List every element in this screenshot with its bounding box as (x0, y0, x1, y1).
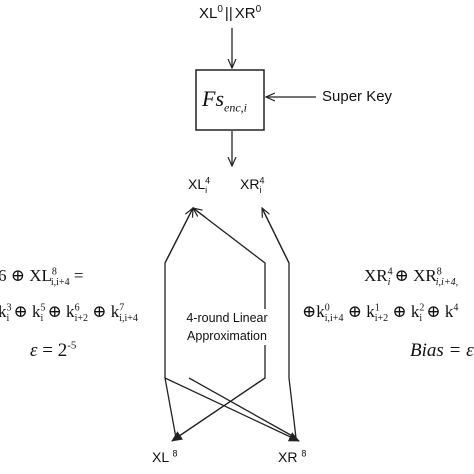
right-equation-line1: XR4i ⊕ XR8i,i+4, (364, 266, 459, 289)
left-eq-sup-c: 6 (74, 302, 80, 314)
left-eq-sup-d: 7 (119, 302, 125, 314)
epsilon-symbol: ε (30, 340, 38, 361)
epsilon-exp: -5 (67, 339, 77, 352)
xl4-sub: i (205, 184, 208, 195)
right-equation-line2: ⊕k0i,i+4 ⊕ k1i+2 ⊕ k2i ⊕ k4 (302, 302, 459, 325)
right-eq-k-c: ⊕ k (388, 302, 420, 321)
bias-label: Bias (410, 340, 444, 361)
left-eq-l1-head: 6 ⊕ XL (0, 266, 52, 285)
left-eq-sup-b: 5 (40, 302, 46, 314)
approx-line1: 4-round Linear (186, 311, 268, 325)
right-approx-cross (188, 377, 297, 439)
right-eq-sub-c: i (419, 313, 423, 325)
xl4-sup: 4 (205, 175, 211, 186)
right-eq-sub-b: i+2 (374, 313, 389, 325)
fs-enc-box (195, 69, 265, 131)
left-epsilon-line: ε = 2-5 (30, 340, 76, 362)
left-eq-k-a: k (0, 302, 7, 321)
right-eq-sup-a: 0 (324, 302, 330, 314)
xl-sup: 0 (217, 4, 223, 15)
right-eq-l1-sup-a: 4 (387, 266, 393, 278)
xl8-label: XL 8 (152, 449, 178, 465)
left-eq-k-c: ⊕ k (43, 302, 75, 321)
left-eq-l1-tail: = (69, 266, 84, 285)
right-bias-line: Bias = ε (410, 340, 474, 362)
xr8-label: XR 8 (278, 449, 306, 465)
xl4-label: XL4i (188, 175, 211, 195)
fs-enc-label: Fsenc,i (202, 86, 247, 115)
right-eq-k-d: ⊕ k (422, 302, 454, 321)
left-eq-l1-sup: 8 (51, 266, 57, 278)
xr8-text: XR (278, 449, 298, 465)
left-eq-sub-d: i,i+4 (119, 313, 138, 325)
approx-line2: Approximation (187, 329, 267, 343)
left-eq-sub-b: i (40, 313, 44, 325)
right-eq-l1-sub-a: i (387, 277, 391, 289)
left-eq-l1-sub: i,i+4 (50, 277, 70, 289)
bias-eq: = ε (443, 340, 474, 361)
xl-text: XL (199, 5, 218, 22)
xr4-sub: i (259, 184, 262, 195)
up-arrow-right (262, 208, 290, 264)
right-eq-l1-b: ⊕ XR (390, 266, 437, 285)
fs-main: Fs (202, 86, 224, 111)
cross-arrow-left (171, 377, 266, 442)
super-key-label: Super Key (322, 88, 393, 105)
xl8-text: XL (152, 449, 169, 465)
concat-sep: || (224, 5, 233, 22)
left-eq-sub-c: i+2 (74, 313, 88, 325)
right-eq-sup-d: 4 (453, 302, 459, 314)
up-arrow-left (164, 208, 193, 264)
left-equation-line2: k3i ⊕ k5i ⊕ k6i+2 ⊕ k7i,i+4 (0, 302, 138, 325)
xl8-sup: 8 (172, 448, 178, 459)
xr4-label: XR4i (240, 175, 265, 195)
cross-arrow-right (164, 377, 300, 442)
right-eq-k-b: ⊕ k (343, 302, 375, 321)
right-eq-k-a: ⊕k (302, 302, 325, 321)
top-input-label: XL0||XR0 (199, 4, 262, 23)
approx-label: 4-round Linear Approximation (178, 309, 276, 345)
fs-sub: enc,i (224, 100, 247, 115)
left-eq-sup-a: 3 (6, 302, 12, 314)
right-eq-sup-b: 1 (374, 302, 380, 314)
right-eq-sub-a: i,i+4 (324, 313, 344, 325)
right-eq-sup-c: 2 (419, 302, 425, 314)
xr-sup: 0 (255, 4, 262, 15)
left-eq-k-d: ⊕ k (87, 302, 120, 321)
left-eq-k-b: ⊕ k (9, 302, 41, 321)
xl4-text: XL (188, 176, 206, 192)
right-eq-l1-sub-b: i,i+4, (435, 277, 459, 289)
right-eq-l1-head: XR (364, 266, 388, 285)
xr4-text: XR (240, 176, 260, 192)
left-eq-sub-a: i (6, 313, 10, 325)
xr8-sup: 8 (301, 448, 307, 459)
epsilon-eq: = 2 (37, 340, 68, 361)
right-eq-l1-sup-b: 8 (436, 266, 442, 278)
xr-text: XR (234, 5, 256, 22)
left-equation-line1: 6 ⊕ XL8i,i+4 = (0, 266, 84, 289)
xr4-sup: 4 (259, 175, 265, 186)
